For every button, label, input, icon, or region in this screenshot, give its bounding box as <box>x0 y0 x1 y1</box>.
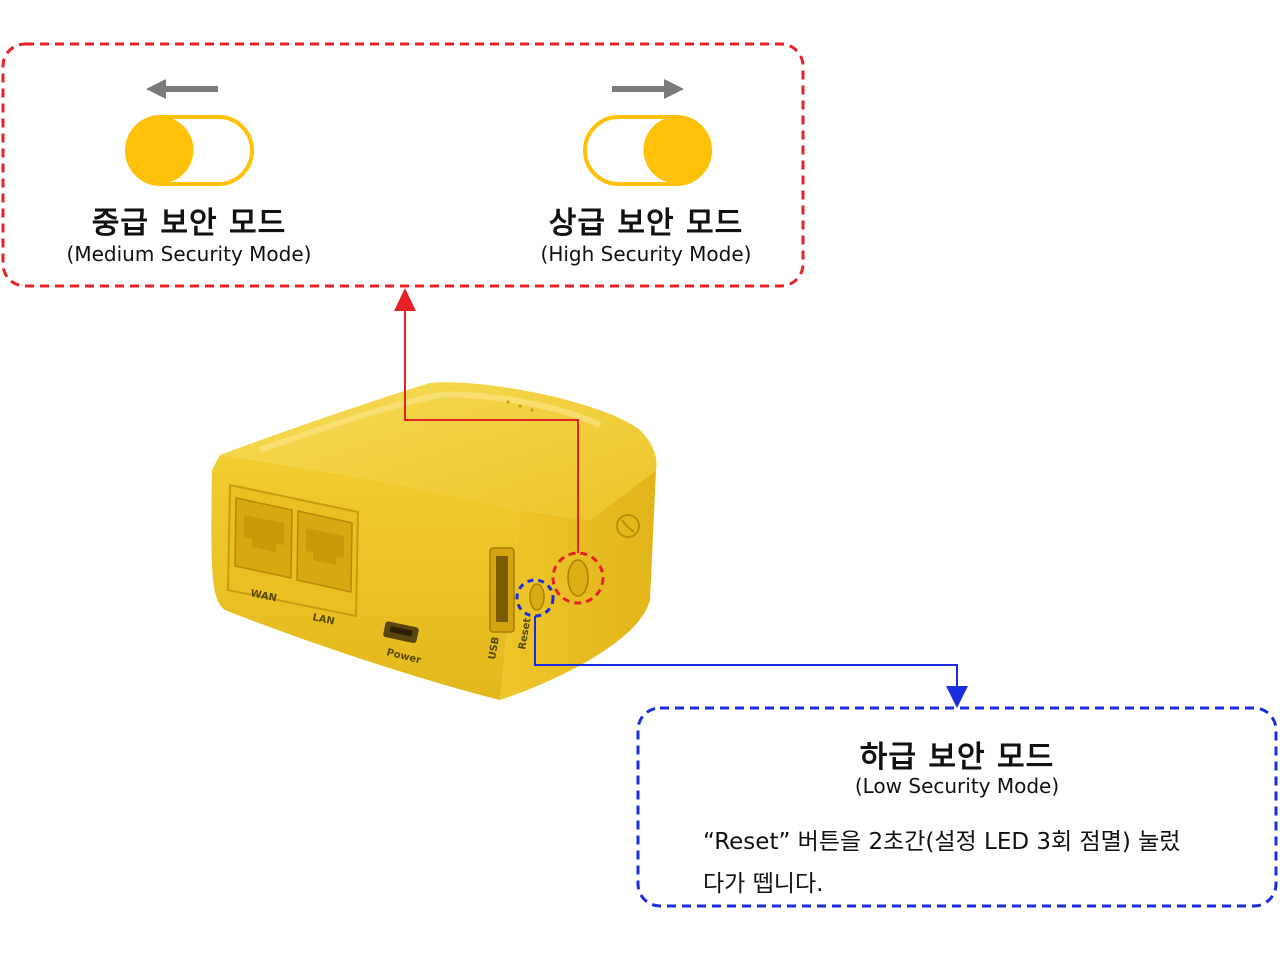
arrow-right-icon <box>612 79 684 99</box>
blue-arrow-head-icon <box>946 686 968 708</box>
toggle-switch-high-icon <box>583 115 712 186</box>
usb-port-label: USB <box>487 636 502 661</box>
usb-port <box>489 547 515 633</box>
medium-mode-subtitle: (Medium Security Mode) <box>66 242 312 266</box>
brand-logo-icon <box>616 514 640 538</box>
arrow-left-icon <box>146 79 218 99</box>
high-mode-title: 상급 보안 모드 <box>548 206 744 241</box>
reset-button-highlight <box>515 578 555 618</box>
toggle-switch-medium-icon <box>125 115 254 186</box>
reset-button <box>529 583 545 611</box>
medium-mode-title: 중급 보안 모드 <box>91 206 287 241</box>
power-port <box>383 621 419 644</box>
wan-port <box>234 497 293 579</box>
upper-mode-box <box>1 42 805 288</box>
mode-switch <box>567 559 589 597</box>
low-mode-title: 하급 보안 모드 <box>859 740 1055 775</box>
high-mode-subtitle: (High Security Mode) <box>540 242 752 266</box>
lower-mode-box <box>636 706 1278 908</box>
wan-port-label: WAN <box>249 588 277 604</box>
low-mode-subtitle: (Low Security Mode) <box>854 774 1060 798</box>
mode-switch-highlight <box>551 551 605 605</box>
router-device: WAN LAN Power USB Reset <box>211 382 657 700</box>
instruction-line-1: “Reset” 버튼을 2초간(설정 LED 3회 점멸) 눌렀 <box>703 829 1181 855</box>
instruction-line-2: 다가 뗍니다. <box>703 871 824 897</box>
red-arrow-head-icon <box>394 288 416 311</box>
lan-port <box>296 510 353 593</box>
blue-connector-line <box>534 616 958 688</box>
lan-port-label: LAN <box>311 612 335 627</box>
red-connector-line <box>404 305 579 553</box>
low-mode-instruction: “Reset” 버튼을 2초간(설정 LED 3회 점멸) 눌렀 다가 뗍니다. <box>703 821 1263 905</box>
